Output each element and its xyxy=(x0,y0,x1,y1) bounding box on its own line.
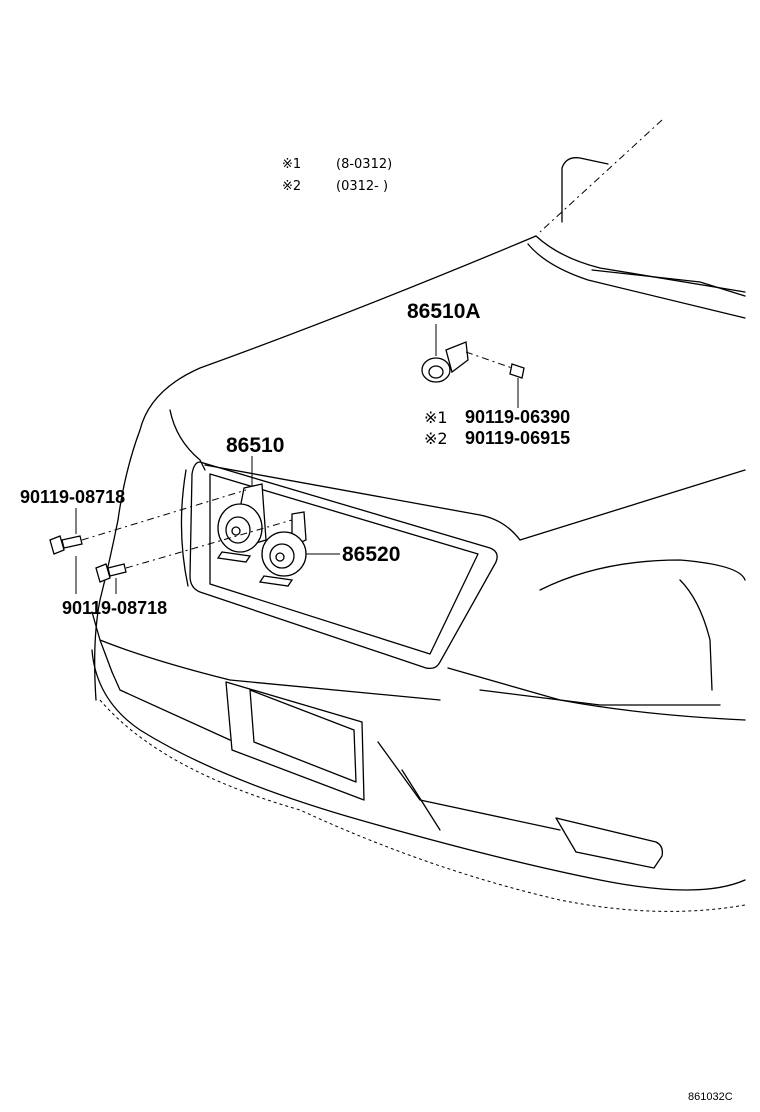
label-86510a: 86510A xyxy=(407,300,481,323)
horn-86520-center xyxy=(275,552,285,562)
horn-86510-drawing xyxy=(216,456,267,563)
label-bolt-upper-2-mark: ※2 xyxy=(424,429,448,448)
grille-opening-outer xyxy=(189,461,498,670)
bolt-left-lower-head xyxy=(95,563,111,583)
bolt-left-upper-shank xyxy=(61,535,83,549)
label-bolt-left-upper: 90119-08718 xyxy=(20,487,125,507)
bumper-corner xyxy=(99,639,113,673)
cowl-line xyxy=(535,235,746,293)
plate-recess-outer xyxy=(225,681,365,801)
headlamp-lower-line xyxy=(447,667,746,721)
bolt-left-upper-path xyxy=(81,489,247,541)
bumper-vent xyxy=(401,769,441,831)
hood-right-crease xyxy=(519,469,746,541)
left-bolts-drawing xyxy=(49,489,293,594)
horn-86510-foot xyxy=(216,551,252,563)
bumper-lower xyxy=(91,649,746,891)
wiper-base xyxy=(591,269,746,297)
label-86520: 86520 xyxy=(342,543,400,566)
fender-edge xyxy=(679,579,713,691)
windshield-edge xyxy=(539,119,663,233)
bumper-top-line xyxy=(479,689,721,706)
car-body-outline xyxy=(91,119,746,912)
horn-86510-center xyxy=(231,526,241,536)
side-mirror xyxy=(561,157,609,223)
plate-recess-inner xyxy=(249,689,357,783)
figure-code: 861032C xyxy=(688,1091,733,1103)
hood-corner xyxy=(169,409,206,471)
label-bolt-upper-1: 90119-06390 xyxy=(465,407,570,427)
horn-a-center xyxy=(428,365,444,379)
note-1-range: (8-0312) xyxy=(336,157,392,172)
note-2-range: (0312- ) xyxy=(336,179,388,194)
horn-86510a-drawing xyxy=(421,324,525,408)
label-bolt-left-lower: 90119-08718 xyxy=(62,598,167,618)
cowl-inner-line xyxy=(527,243,746,319)
horn-86520-foot xyxy=(258,575,294,587)
fog-lamp xyxy=(555,817,664,869)
grille-opening-inner xyxy=(209,473,479,655)
left-hood-side xyxy=(180,469,189,587)
hood-left-edge xyxy=(117,235,537,521)
horn-86520-drawing xyxy=(258,511,340,587)
underbody-line xyxy=(99,699,746,912)
bolt-upper-head xyxy=(509,363,525,379)
note-2-mark: ※2 xyxy=(282,179,301,194)
bumper-upper xyxy=(91,611,441,701)
label-bolt-upper-1-mark: ※1 xyxy=(424,408,448,427)
horn-a-bolt-path xyxy=(465,351,513,369)
horn-a-bracket xyxy=(445,341,469,374)
bolt-left-lower-path xyxy=(125,519,293,569)
bolt-left-upper-head xyxy=(49,535,65,555)
hood-front-edge xyxy=(204,464,521,541)
bumper-crease-right xyxy=(377,741,561,831)
applicability-notes: ※1 (8-0312) ※2 (0312- ) xyxy=(282,157,392,194)
label-86510: 86510 xyxy=(226,434,284,457)
bolt-left-lower-shank xyxy=(107,563,127,577)
label-bolt-upper-2: 90119-06915 xyxy=(465,428,570,448)
bumper-lip-left xyxy=(111,671,231,741)
fender-arch-top xyxy=(539,559,746,591)
note-1-mark: ※1 xyxy=(282,157,301,172)
